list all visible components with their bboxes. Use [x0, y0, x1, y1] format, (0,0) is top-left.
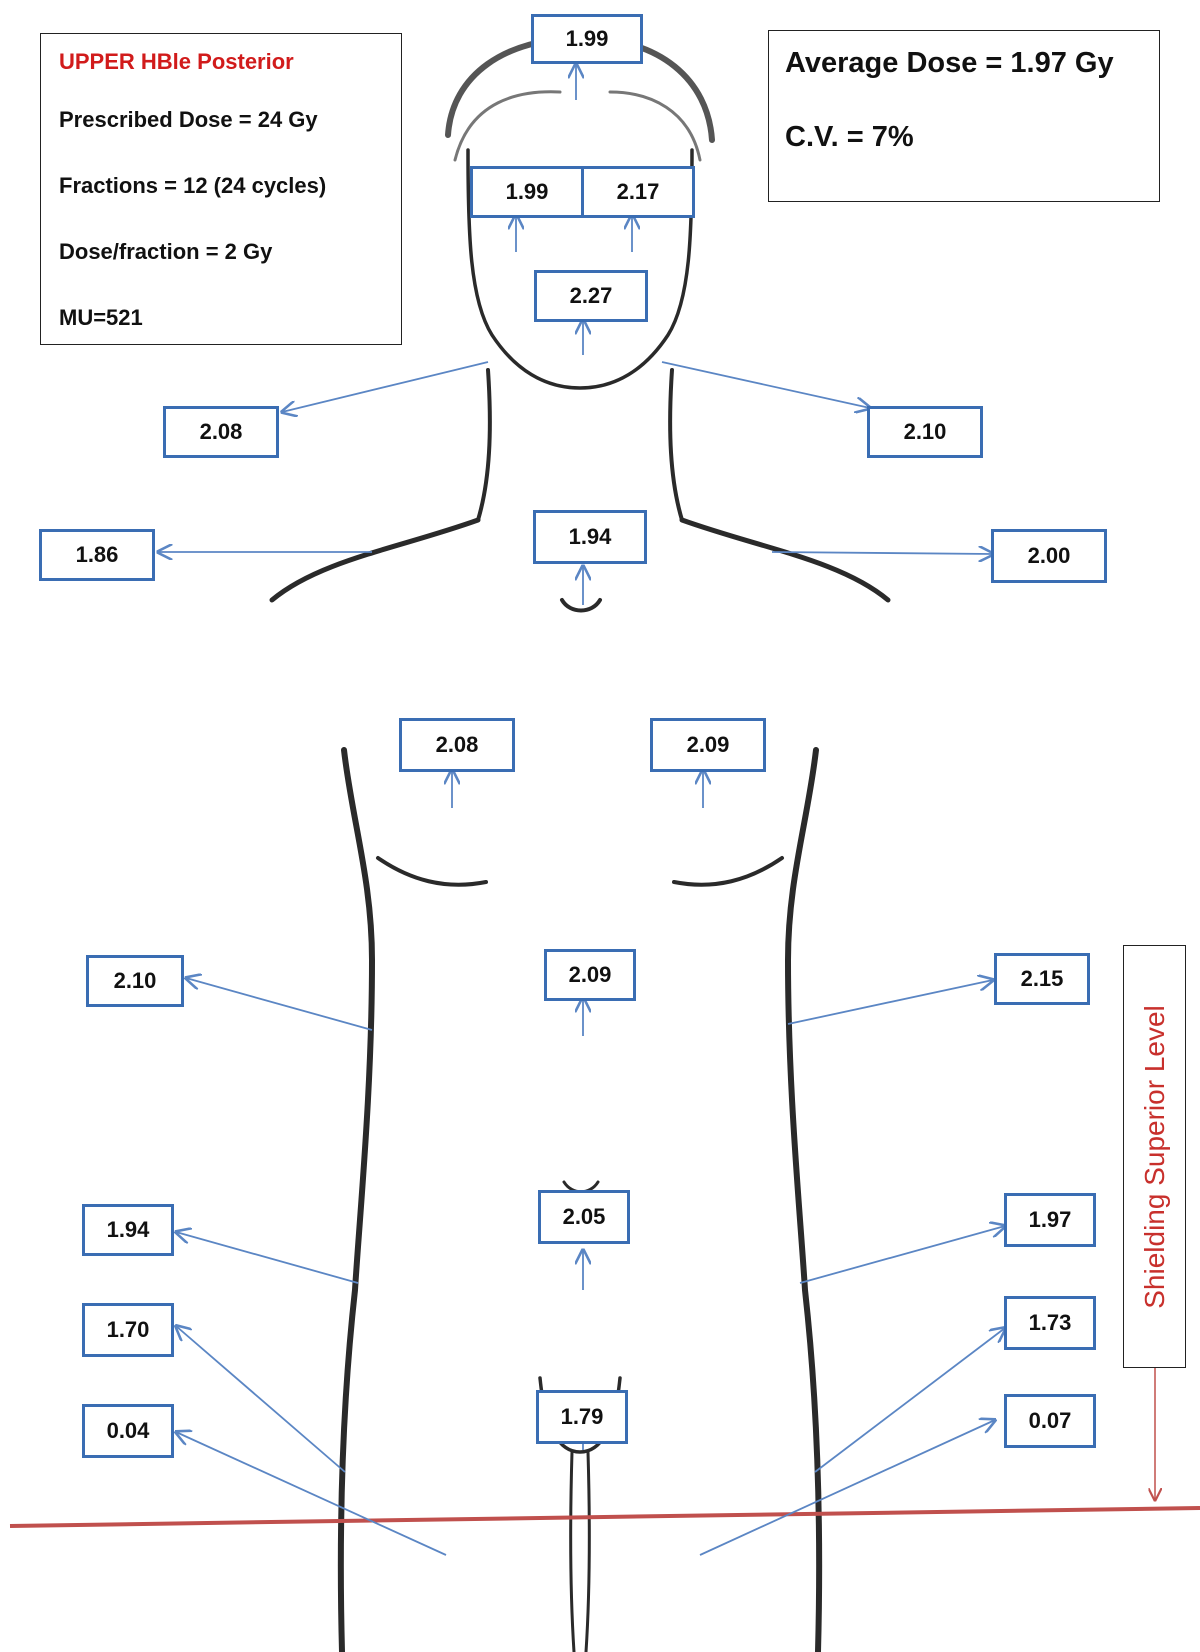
dose-shoulder-left: 2.00 — [991, 529, 1107, 583]
shielding-label-box: Shielding Superior Level — [1123, 945, 1186, 1368]
summary-box: Average Dose = 1.97 Gy C.V. = 7% — [768, 30, 1160, 202]
dose-forehead-right: 1.99 — [470, 166, 584, 218]
dose-forehead-left: 2.17 — [581, 166, 695, 218]
dose-chest-right: 2.08 — [399, 718, 515, 772]
dose-thigh-left: 0.07 — [1004, 1394, 1096, 1448]
dose-flank-upper-left: 2.15 — [994, 953, 1090, 1005]
dose-shoulder-right: 1.86 — [39, 529, 155, 581]
dose-neck-left: 2.10 — [867, 406, 983, 458]
dose-abdomen-upper: 2.09 — [544, 949, 636, 1001]
prescribed-dose: Prescribed Dose = 24 Gy — [59, 102, 401, 168]
dose-head-top: 1.99 — [531, 14, 643, 64]
fractions: Fractions = 12 (24 cycles) — [59, 168, 401, 234]
dose-chin: 2.27 — [534, 270, 648, 322]
plan-info-box: UPPER HBle Posterior Prescribed Dose = 2… — [40, 33, 402, 345]
dose-hip-right: 1.70 — [82, 1303, 174, 1357]
dose-sternal-notch: 1.94 — [533, 510, 647, 564]
shielding-line — [10, 1508, 1200, 1526]
dose-chest-left: 2.09 — [650, 718, 766, 772]
monitor-units: MU=521 — [59, 300, 401, 366]
dose-flank-lower-right: 1.94 — [82, 1204, 174, 1256]
coefficient-of-variation: C.V. = 7% — [785, 119, 1159, 193]
plan-title: UPPER HBle Posterior — [59, 44, 401, 102]
dose-neck-right: 2.08 — [163, 406, 279, 458]
average-dose: Average Dose = 1.97 Gy — [785, 45, 1159, 119]
dose-hip-left: 1.73 — [1004, 1296, 1096, 1350]
dose-thigh-right: 0.04 — [82, 1404, 174, 1458]
dose-pubis: 1.79 — [536, 1390, 628, 1444]
dose-umbilicus: 2.05 — [538, 1190, 630, 1244]
dose-flank-upper-right: 2.10 — [86, 955, 184, 1007]
dose-per-fraction: Dose/fraction = 2 Gy — [59, 234, 401, 300]
dose-flank-lower-left: 1.97 — [1004, 1193, 1096, 1247]
shielding-label: Shielding Superior Level — [1139, 1005, 1171, 1309]
